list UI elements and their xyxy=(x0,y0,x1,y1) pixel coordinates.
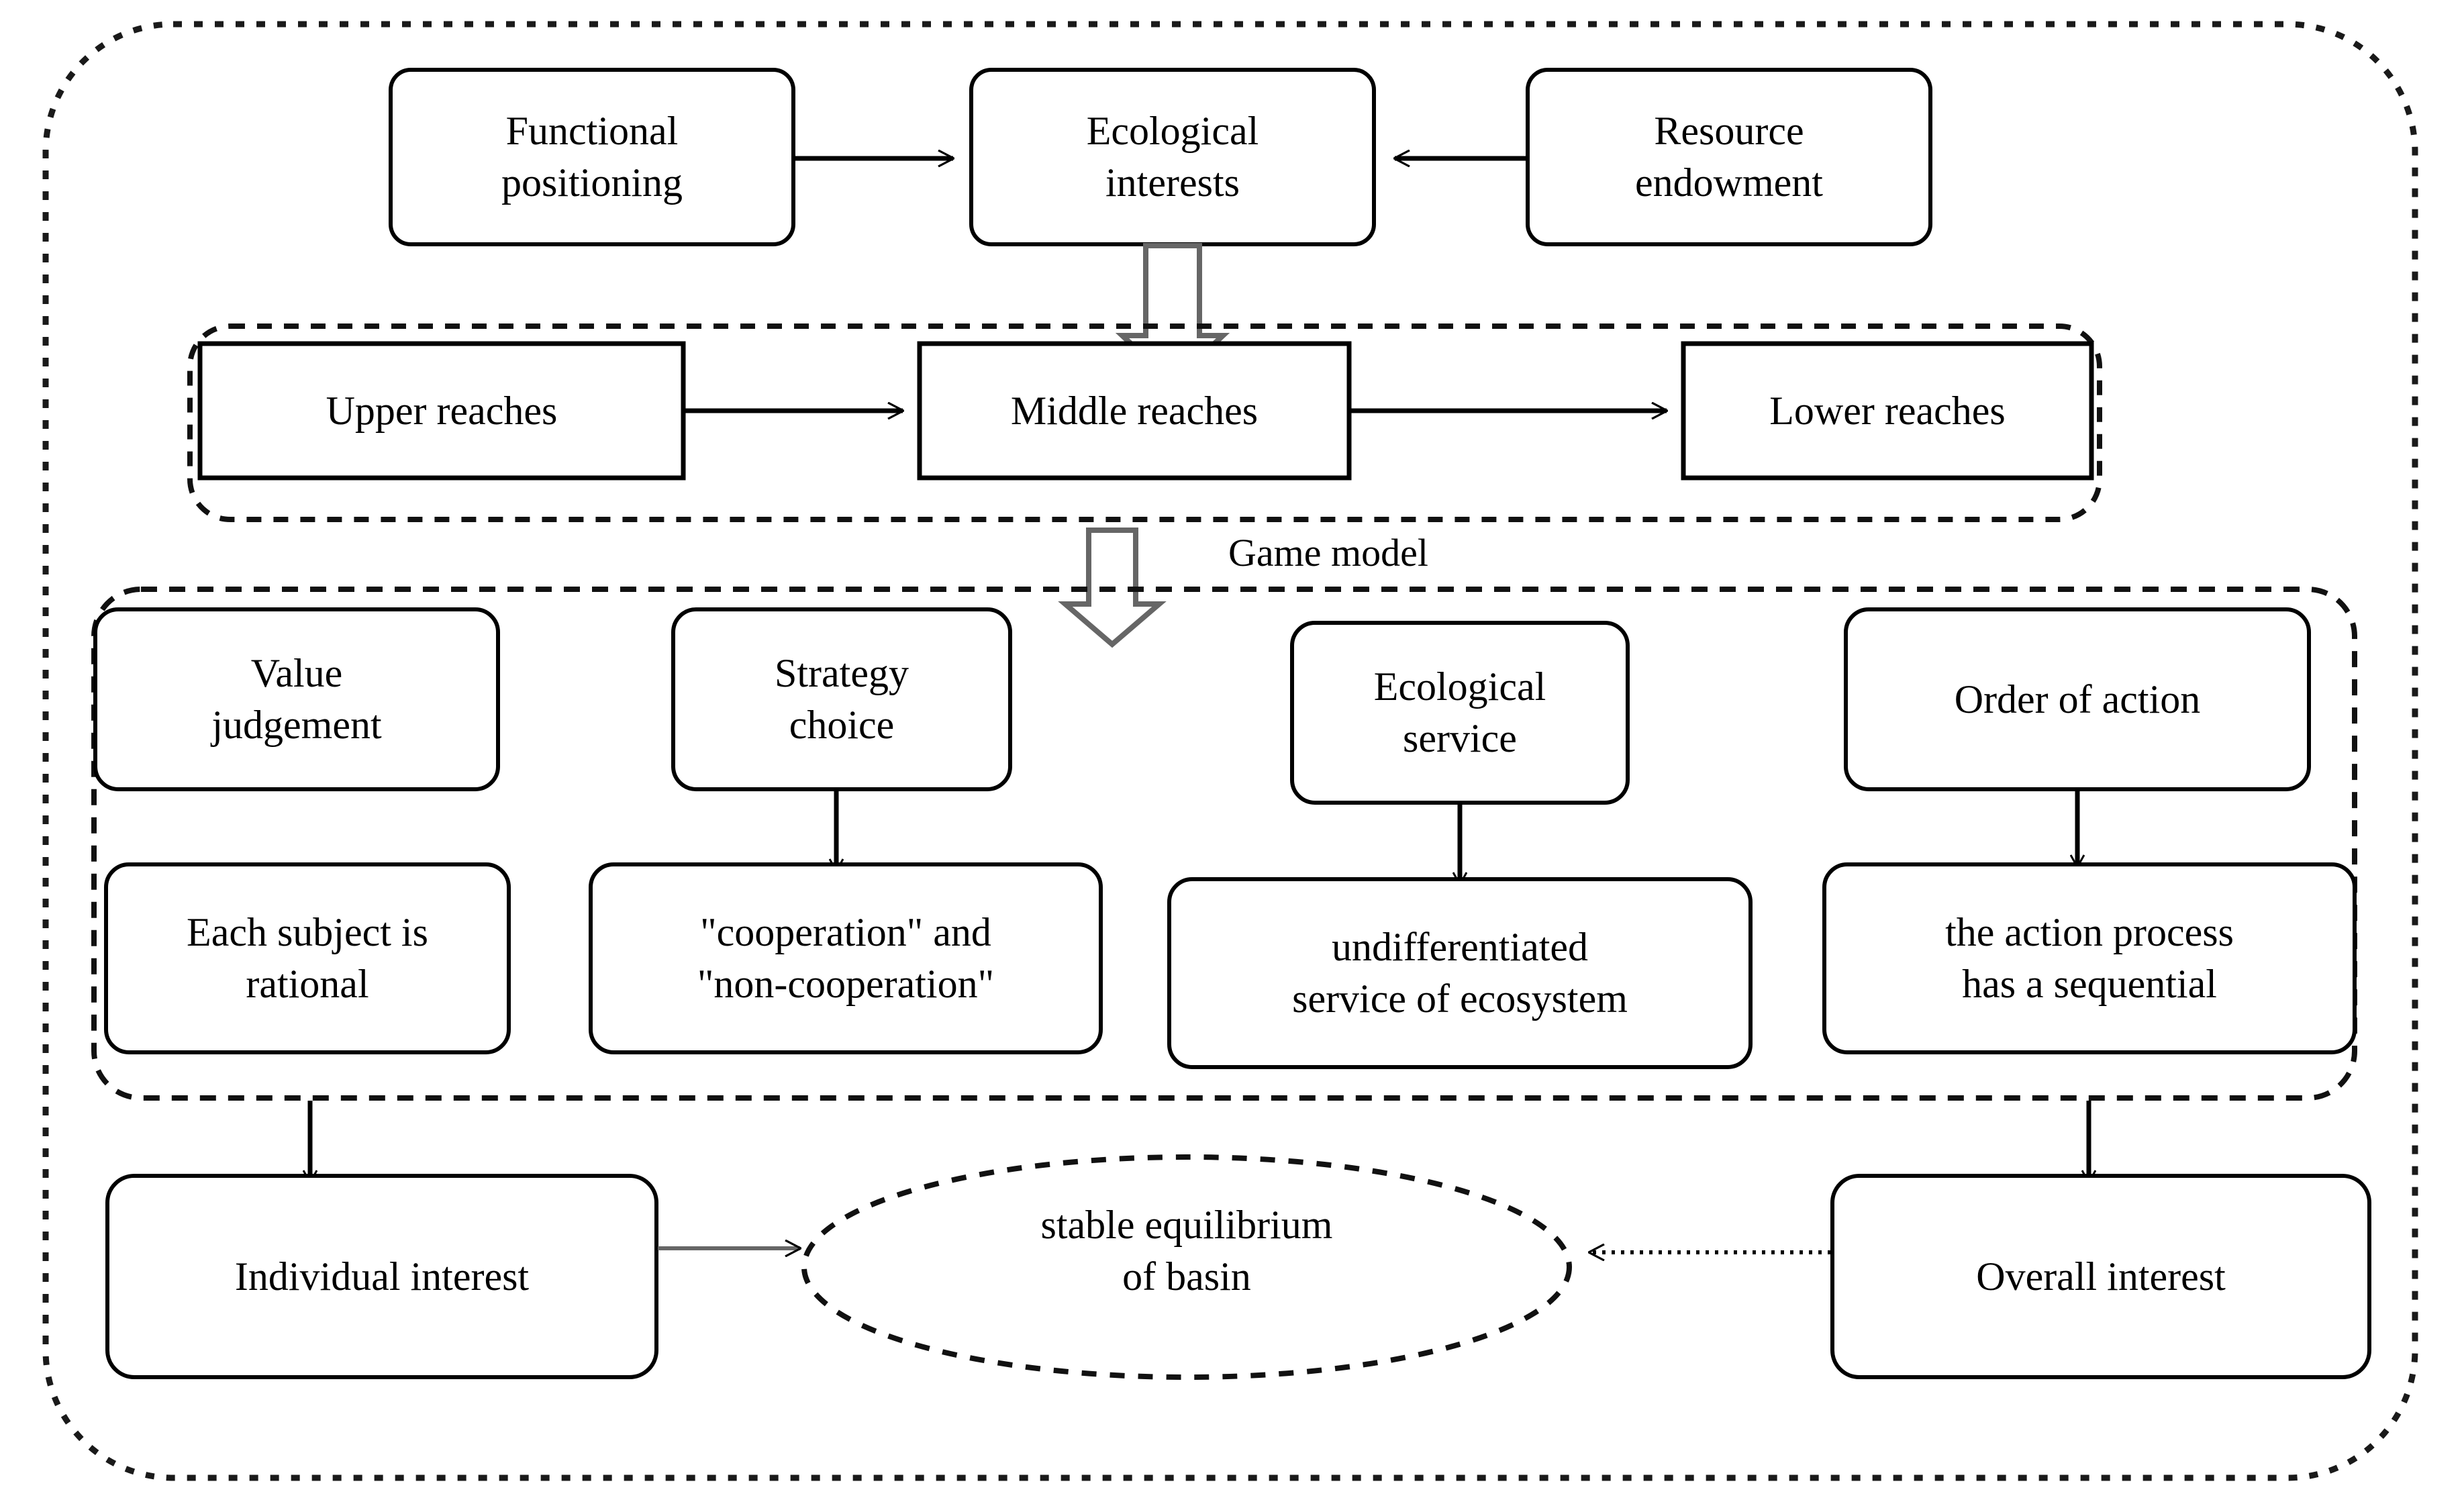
label-each-subject-is-rational: Each subject is rational xyxy=(187,910,428,1006)
box-individual-interest[interactable] xyxy=(105,1174,658,1379)
label-action-process-sequential: the action process has a sequential xyxy=(1945,910,2234,1006)
label-lower-reaches: Lower reaches xyxy=(1769,388,2006,433)
game-model-container xyxy=(91,587,2357,1101)
label-functional-positioning: Functional positioning xyxy=(501,109,683,205)
box-upper-reaches[interactable] xyxy=(197,341,686,481)
box-resource-endowment[interactable] xyxy=(1526,68,1932,246)
box-order-of-action[interactable] xyxy=(1844,607,2311,791)
box-each-subject-is-rational[interactable] xyxy=(104,862,511,1054)
label-cooperation-non-cooperation: "cooperation" and "non-cooperation" xyxy=(697,910,995,1006)
label-ecological-interests: Ecological interests xyxy=(1086,109,1259,205)
box-undifferentiated-service[interactable] xyxy=(1167,877,1753,1069)
game-model-label: Game model xyxy=(1228,531,1428,574)
label-resource-endowment: Resource endowment xyxy=(1635,109,1823,205)
label-individual-interest: Individual interest xyxy=(234,1254,530,1299)
label-ecological-service: Ecological service xyxy=(1373,664,1546,760)
box-action-process-sequential[interactable] xyxy=(1822,862,2357,1054)
label-upper-reaches: Upper reaches xyxy=(326,388,558,433)
box-cooperation-non-cooperation[interactable] xyxy=(589,862,1103,1054)
label-undifferentiated-service: undifferentiated service of ecosystem xyxy=(1292,925,1628,1021)
box-value-judgement[interactable] xyxy=(93,607,500,791)
box-functional-positioning[interactable] xyxy=(389,68,795,246)
label-middle-reaches: Middle reaches xyxy=(1010,388,1259,433)
label-order-of-action: Order of action xyxy=(1954,677,2201,721)
box-middle-reaches[interactable] xyxy=(917,341,1352,481)
outer-frame xyxy=(42,21,2418,1481)
box-overall-interest[interactable] xyxy=(1830,1174,2371,1379)
label-stable-equilibrium-of-basin: stable equilibrium of basin xyxy=(1040,1203,1333,1299)
label-value-judgement: Value judgement xyxy=(211,651,382,747)
ellipse-stable-equilibrium[interactable] xyxy=(801,1154,1572,1380)
label-strategy-choice: Strategy choice xyxy=(775,651,909,747)
reaches-group-container xyxy=(187,323,2102,522)
box-strategy-choice[interactable] xyxy=(671,607,1012,791)
box-lower-reaches[interactable] xyxy=(1681,341,2094,481)
label-overall-interest: Overall interest xyxy=(1976,1254,2226,1299)
box-ecological-service[interactable] xyxy=(1290,621,1630,805)
